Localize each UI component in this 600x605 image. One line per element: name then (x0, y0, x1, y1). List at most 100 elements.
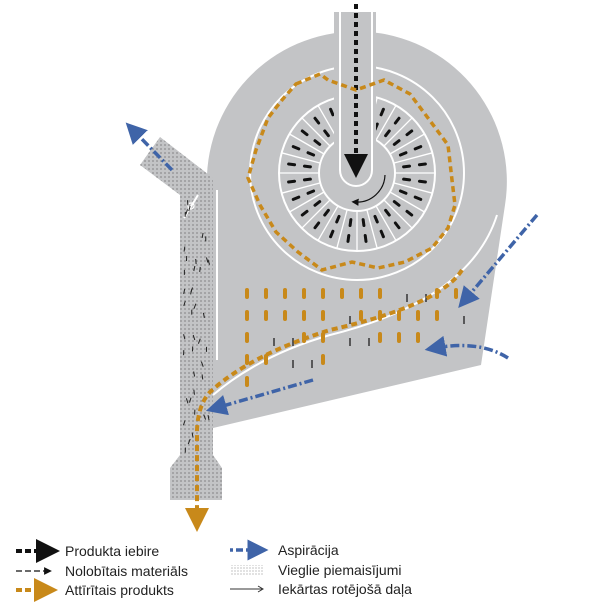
impurity-particle (183, 334, 186, 340)
grain-particle (306, 151, 316, 157)
rotor-spoke (281, 182, 321, 194)
grain-particle (379, 107, 385, 117)
grain-particle (393, 116, 401, 125)
impurity-particle (192, 334, 196, 341)
rotor-spoke (383, 199, 413, 229)
dotted-pattern-icon (230, 565, 263, 575)
grain-particle (313, 116, 321, 125)
legend-label: Vieglie piemaisījumi (278, 562, 401, 578)
grain-particle (291, 195, 301, 201)
grain-particle (402, 177, 412, 182)
impurity-particle (201, 374, 204, 380)
grain-particle (413, 195, 423, 201)
impurity-particle (188, 205, 191, 212)
grain-particle (300, 129, 309, 137)
grain-particle (413, 145, 423, 151)
impurity-particle (183, 288, 186, 295)
impurity-particle (193, 371, 196, 377)
grain-particle (373, 214, 379, 224)
impurity-particle (182, 420, 186, 426)
impurity-particle (193, 265, 196, 272)
impurity-chute (140, 137, 222, 500)
grain-particle (329, 229, 335, 239)
grain-particle (302, 164, 312, 169)
grain-particle (392, 200, 401, 207)
rotor-spoke (393, 182, 433, 194)
impurity-particle (200, 361, 204, 367)
grain-particle (402, 164, 412, 169)
rotor-spoke (289, 133, 325, 155)
impurity-particle (183, 300, 186, 306)
rotor-spoke (336, 209, 348, 249)
grain-particle (346, 233, 351, 243)
rotor-spoke (317, 205, 339, 241)
grain-particle (379, 229, 385, 239)
grain-particle (348, 218, 353, 228)
rotor-spoke (301, 199, 331, 229)
grain-particle (302, 177, 312, 182)
impurity-particle (205, 257, 209, 263)
grain-particle (393, 221, 401, 230)
inlet-pipe (334, 12, 376, 193)
impurity-particle (207, 415, 210, 421)
aspiration-intake-flow-1 (458, 213, 539, 309)
grain-particle (313, 139, 322, 146)
grain-particle (398, 189, 408, 195)
rotor-spoke (301, 117, 331, 147)
impurity-particle (199, 266, 201, 273)
impurity-particle (185, 209, 189, 215)
rotor-spoke (389, 191, 425, 213)
grain-particle (313, 221, 321, 230)
grain-particle (405, 209, 414, 217)
grain-particle (384, 129, 391, 138)
rotor-spoke (375, 205, 397, 241)
grain-particle (323, 208, 330, 217)
grain-particle (300, 209, 309, 217)
cleaned-product-ring-flow (246, 72, 457, 272)
legend-label: Nolobītais materiāls (65, 563, 188, 579)
particles (182, 103, 465, 453)
grain-particle (417, 162, 427, 167)
grain-particle (287, 162, 297, 167)
grain-particle (417, 179, 427, 184)
legend-label: Attīrītais produkts (65, 582, 174, 598)
discharge-guide (212, 214, 498, 396)
grain-particle (313, 200, 322, 207)
grain-particle (384, 208, 391, 217)
grain-particle (287, 179, 297, 184)
grain-particle (323, 129, 330, 138)
aspiration-intake-flow-2 (424, 335, 509, 360)
rotor-spoke (389, 133, 425, 155)
impurity-particle (197, 338, 201, 344)
legend-label: Aspirācija (278, 542, 339, 558)
impurity-particle (183, 246, 186, 252)
legend-label: Iekārtas rotējošā daļa (278, 581, 412, 597)
impurity-particle (189, 397, 192, 403)
impurity-particle (187, 438, 191, 445)
grain-particle (291, 145, 301, 151)
rotor-spoke (375, 105, 397, 141)
impurity-particle (203, 414, 207, 420)
impurity-particle (193, 389, 195, 395)
grain-particle (306, 189, 316, 195)
grain-particle (329, 107, 335, 117)
impurity-particle (190, 289, 193, 295)
rotor-spoke (393, 152, 433, 164)
rotor-spoke (281, 152, 321, 164)
impurity-particle (185, 398, 189, 404)
legend: Produkta iebire Nolobītais materiāls Att… (16, 539, 412, 602)
grain-particle (363, 233, 368, 243)
aspiration-exhaust-flow (125, 122, 174, 172)
legend-label: Produkta iebire (65, 543, 159, 559)
grain-particle (398, 151, 408, 157)
impurity-particle (193, 303, 197, 309)
grain-particle (405, 129, 414, 137)
impurity-particle (202, 312, 205, 318)
rotation-arrow (351, 174, 386, 206)
grain-particle (361, 218, 366, 228)
rotor-spoke (366, 209, 378, 249)
rotor-spoke (383, 117, 413, 147)
impurity-particle (201, 232, 204, 239)
impurity-particle (207, 259, 211, 265)
